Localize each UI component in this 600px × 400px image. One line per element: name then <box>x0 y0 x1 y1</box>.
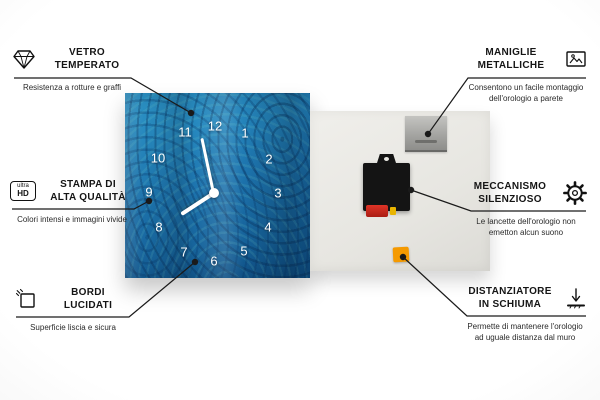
callout-description: Resistenza a rotture e graffi <box>22 83 122 92</box>
clock-numeral: 11 <box>178 124 192 140</box>
clock-numeral: 10 <box>150 150 166 166</box>
ultra-hd-icon: ultra HD <box>10 181 36 201</box>
callout-title: BORDI LUCIDATI <box>63 287 113 311</box>
callout-title: MANIGLIE METALLICHE <box>477 47 545 71</box>
callout-vetro-temperato: VETRO TEMPERATO Resistenza a rotture e g… <box>12 42 132 94</box>
mechanism-hanger-hole <box>384 157 389 161</box>
ultra-hd-icon-label-bottom: HD <box>17 188 29 198</box>
clock-numeral: 5 <box>240 243 248 259</box>
clock-front-view: 1 2 3 4 5 6 7 8 9 10 11 12 <box>125 93 310 278</box>
metal-hanger-plate <box>405 116 447 152</box>
clock-numeral: 2 <box>265 151 273 167</box>
foam-spacer <box>392 246 410 263</box>
callout-distanziatore-schiuma: DISTANZIATORE IN SCHIUMA Permette di man… <box>462 281 588 344</box>
clock-numeral: 6 <box>210 253 218 269</box>
callout-description: Colori intensi e immagini vivide <box>17 215 127 224</box>
callout-maniglie-metalliche: MANIGLIE METALLICHE Consentono un facile… <box>464 42 588 105</box>
clock-numeral: 9 <box>145 184 153 200</box>
callout-meccanismo-silenzioso: MECCANISMO SILENZIOSO Le lancette dell'o… <box>464 176 588 239</box>
clock-mechanism <box>363 154 410 217</box>
clock-numeral: 7 <box>180 244 188 260</box>
spacer-arrow-icon <box>564 286 588 310</box>
clock-numeral: 1 <box>241 125 249 141</box>
gear-icon <box>562 180 588 206</box>
clock-numeral: 3 <box>274 185 282 201</box>
callout-title: DISTANZIATORE IN SCHIUMA <box>468 286 552 310</box>
callout-title: MECCANISMO SILENZIOSO <box>473 181 547 205</box>
clock-numeral: 4 <box>264 219 272 235</box>
callout-title: STAMPA DI ALTA QUALITÀ <box>50 179 126 203</box>
clock-back-view <box>310 111 490 271</box>
clock-numeral: 12 <box>207 118 223 134</box>
clock-numeral: 8 <box>155 219 163 235</box>
battery <box>366 205 388 217</box>
minute-hand <box>200 137 215 194</box>
polished-edge-icon <box>14 287 38 311</box>
callout-description: Superficie liscia e sicura <box>30 323 116 332</box>
callout-bordi-lucidati: BORDI LUCIDATI Superficie liscia e sicur… <box>14 282 132 334</box>
callout-description: Le lancette dell'orologio non emetton al… <box>476 217 576 237</box>
battery-contact <box>390 207 396 215</box>
callout-description: Permette di mantenere l'orologio ad ugua… <box>467 322 583 342</box>
callout-description: Consentono un facile montaggio dell'orol… <box>468 83 584 103</box>
callout-stampa-alta-qualita: ultra HD STAMPA DI ALTA QUALITÀ Colori i… <box>10 174 134 226</box>
picture-frame-icon <box>564 47 588 71</box>
clock-center-cap <box>209 188 219 198</box>
ultra-hd-icon-label-top: ultra <box>17 183 29 190</box>
callout-title: VETRO TEMPERATO <box>54 47 120 71</box>
diamond-icon <box>12 47 36 71</box>
